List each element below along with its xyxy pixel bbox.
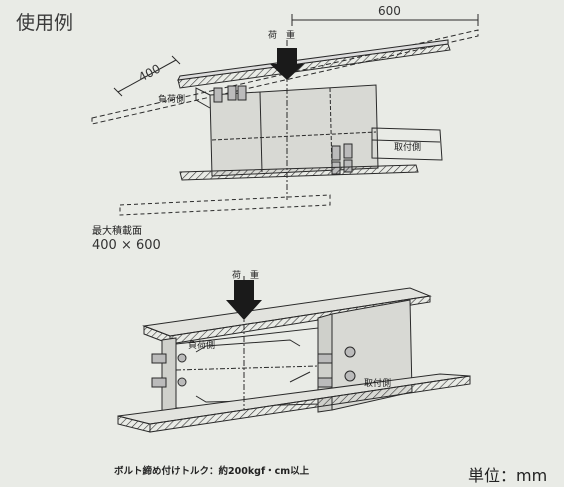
- top-lower-surface: [119, 194, 331, 216]
- bottom-bolts-load-side: [151, 353, 187, 388]
- top-bolts-load-side: [213, 85, 247, 103]
- bottom-load-label: 荷 重: [232, 271, 260, 281]
- unit-label: 単位：mm: [468, 466, 548, 485]
- top-load-arrow: [270, 48, 304, 80]
- top-mount-side-label: 取付側: [394, 143, 422, 153]
- top-bottom-plate: [179, 164, 419, 181]
- top-load-surface-outline: [91, 29, 479, 125]
- bottom-load-arrow: [226, 280, 262, 320]
- dimension-width: 600: [378, 4, 401, 18]
- top-assembly: [91, 14, 479, 216]
- page-title: 使用例: [16, 12, 74, 34]
- dim-line-depth: [117, 59, 177, 93]
- top-plate: [177, 43, 451, 89]
- max-load-area-value: 400 × 600: [92, 238, 161, 253]
- top-load-label: 荷 重: [268, 31, 296, 41]
- bottom-mount-side-label: 取付側: [364, 379, 392, 389]
- top-load-side-label: 負荷側: [158, 95, 186, 105]
- bolt-torque-note: ボルト締め付けトルク：約200kgf・cm以上: [114, 466, 310, 477]
- bottom-assembly: [117, 276, 471, 433]
- bottom-bolts-mount-side: [289, 346, 356, 388]
- bottom-load-side-label: 負荷側: [188, 341, 216, 351]
- max-load-area-label: 最大積載面: [92, 226, 142, 237]
